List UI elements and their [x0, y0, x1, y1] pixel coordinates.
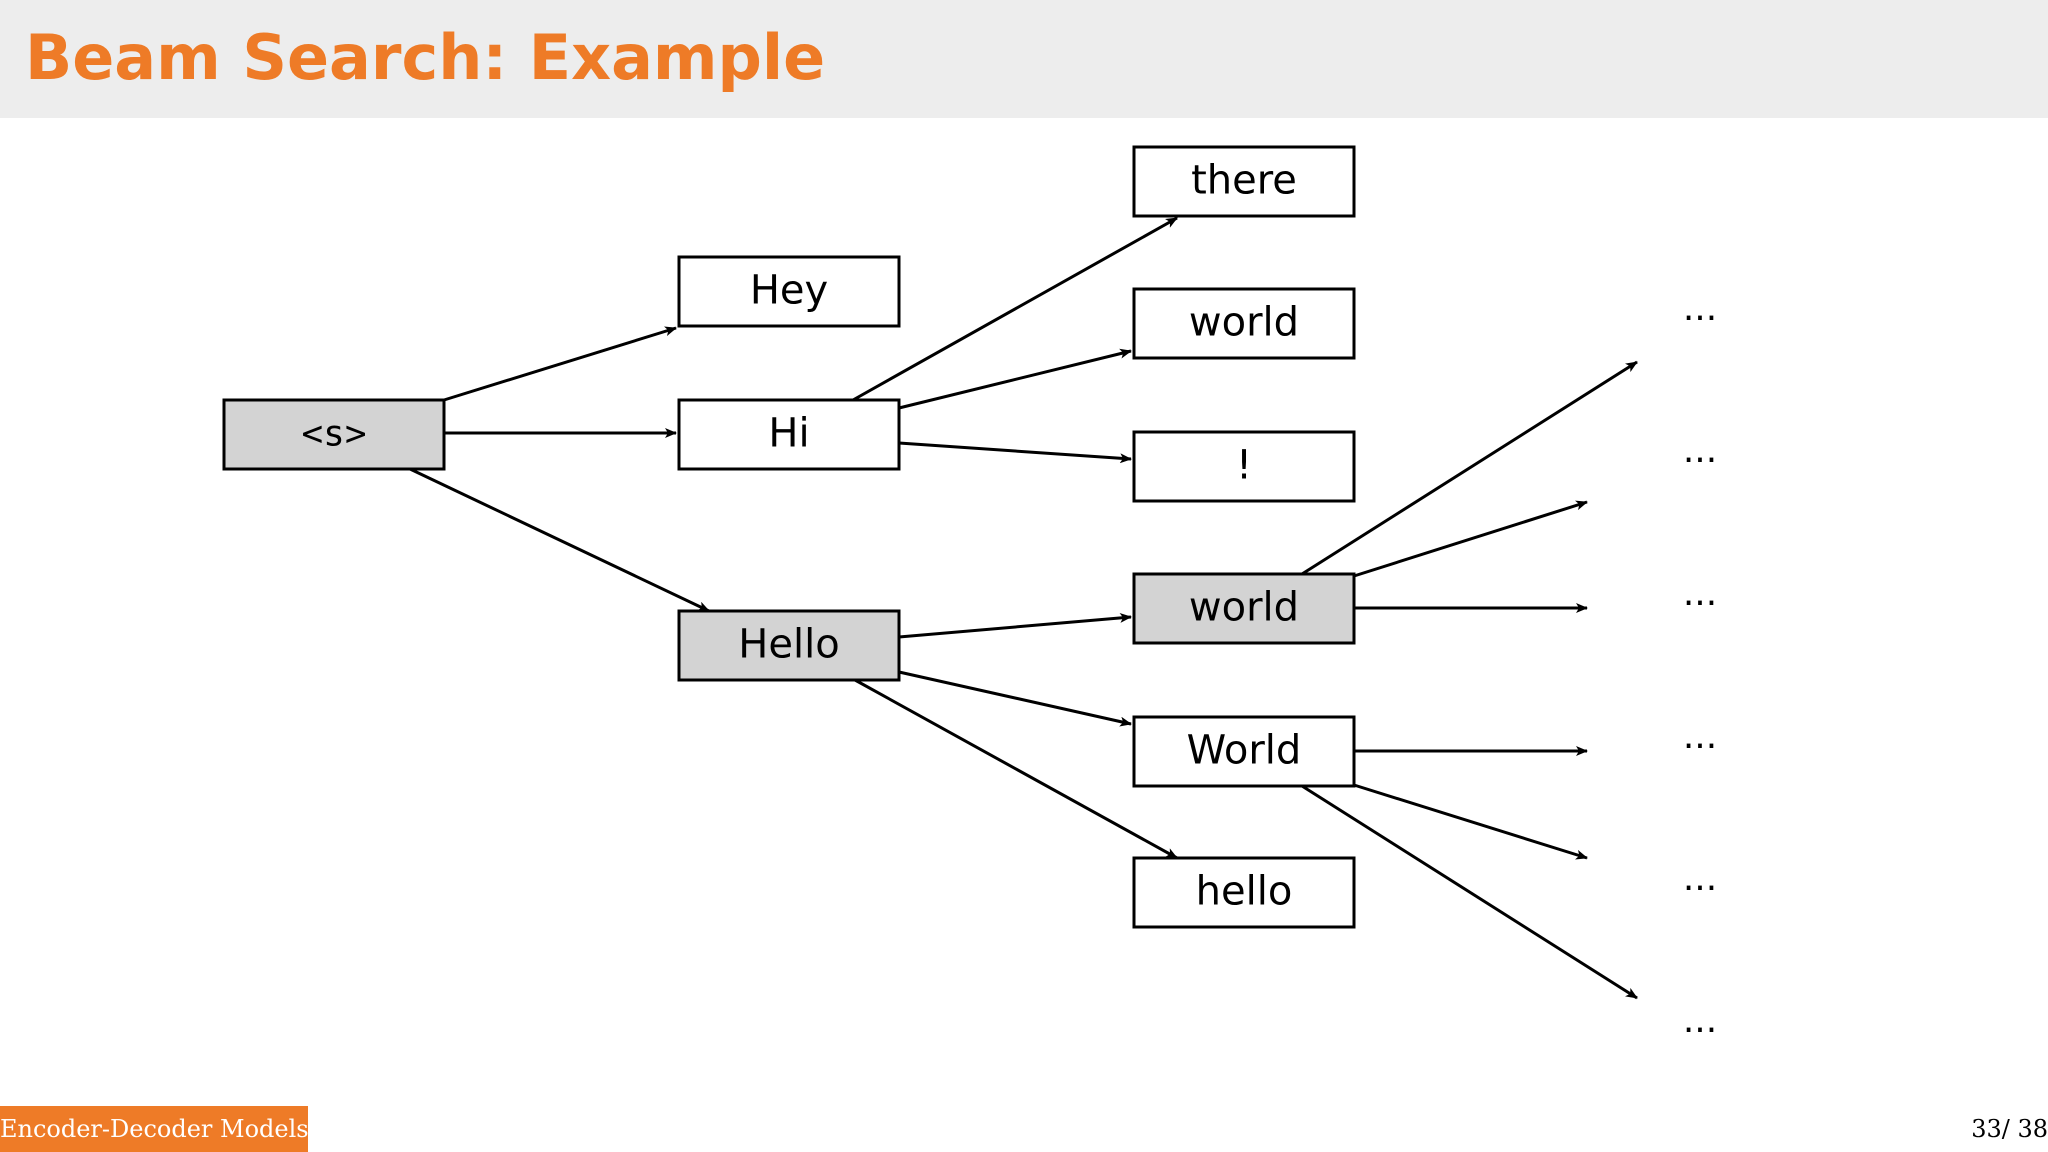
node-label: hello — [1196, 869, 1293, 915]
node-label: World — [1187, 728, 1302, 774]
continuation-ellipsis: ... — [1683, 716, 1717, 757]
node-box — [1132, 715, 1356, 788]
node-box — [677, 255, 901, 328]
node-box — [222, 398, 446, 471]
slide-header: Beam Search: Example — [0, 0, 2048, 118]
edge-arrow-world2-to-open — [1353, 500, 1588, 578]
slide-title: Beam Search: Example — [25, 21, 826, 94]
tree-node-bang: ! — [1132, 430, 1356, 503]
edge-arrow-hi-to-world1 — [898, 348, 1132, 410]
node-box — [677, 398, 901, 471]
node-label: world — [1189, 585, 1299, 631]
edges-layer — [409, 216, 1638, 1000]
tree-node-start: <s> — [222, 398, 446, 471]
continuation-ellipsis: ... — [1683, 1000, 1717, 1041]
edge-arrow-hi-to-there — [852, 216, 1178, 402]
node-label: Hey — [750, 268, 828, 314]
continuation-ellipsis: ... — [1683, 858, 1717, 899]
node-box — [1132, 856, 1356, 929]
tree-node-hi: Hi — [677, 398, 901, 471]
tree-node-World: World — [1132, 715, 1356, 788]
edge-arrow-World-to-open — [1353, 783, 1588, 860]
node-label: Hi — [768, 411, 809, 457]
node-box — [1132, 430, 1356, 503]
node-label: there — [1191, 158, 1297, 204]
edge-arrow-start-to-hello — [409, 467, 710, 613]
tree-node-hello2: hello — [1132, 856, 1356, 929]
tree-node-world1: world — [1132, 287, 1356, 360]
node-label: ! — [1236, 443, 1252, 489]
continuation-ellipsis: ... — [1683, 573, 1717, 614]
node-box — [677, 609, 901, 682]
edge-arrow-World-to-open — [1301, 784, 1638, 1000]
footer-section-label: Encoder-Decoder Models — [0, 1106, 309, 1152]
node-box — [1132, 145, 1356, 218]
node-box — [1132, 287, 1356, 360]
tree-node-there: there — [1132, 145, 1356, 218]
ellipsis-layer: .................. — [1683, 288, 1717, 1041]
edge-arrow-hi-to-bang — [898, 441, 1132, 464]
node-label: Hello — [738, 622, 839, 668]
node-label: <s> — [301, 414, 366, 455]
tree-node-hey: Hey — [677, 255, 901, 328]
page-number: 33/ 38 — [1971, 1115, 2048, 1143]
continuation-ellipsis: ... — [1683, 430, 1717, 471]
node-box — [1132, 572, 1356, 645]
continuation-ellipsis: ... — [1683, 288, 1717, 329]
tree-node-world2: world — [1132, 572, 1356, 645]
edge-arrow-hello-to-world2 — [898, 612, 1132, 639]
tree-node-hello: Hello — [677, 609, 901, 682]
edge-arrow-hello-to-hello2 — [854, 678, 1178, 860]
node-label: world — [1189, 300, 1299, 346]
edge-arrow-hello-to-World — [898, 670, 1132, 727]
edge-arrow-world2-to-open — [1301, 360, 1638, 576]
edge-arrow-start-to-hey — [443, 326, 677, 402]
